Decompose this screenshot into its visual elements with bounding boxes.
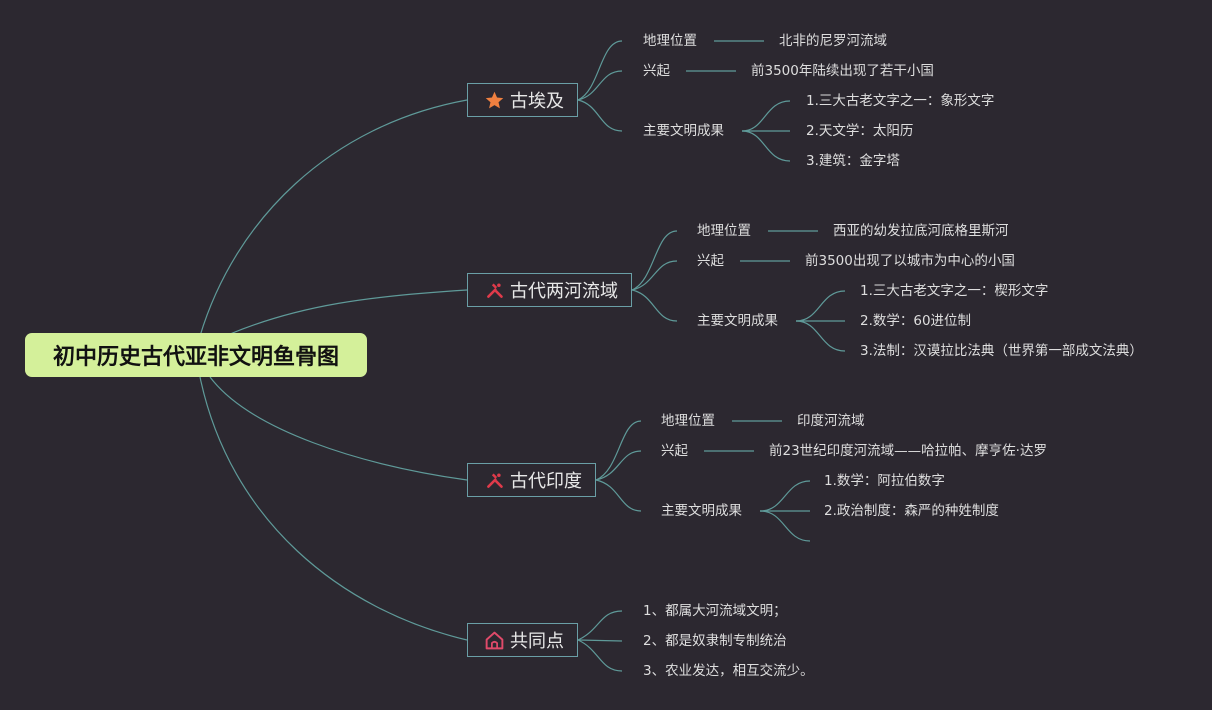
india-location-value[interactable]: 印度河流域 <box>797 413 865 429</box>
egypt-achievement-item[interactable]: 2.天文学：太阳历 <box>806 123 914 139</box>
india-achievement-item[interactable]: 2.政治制度：森严的种姓制度 <box>824 503 999 519</box>
root-title: 初中历史古代亚非文明鱼骨图 <box>52 345 339 370</box>
topic-india[interactable]: 古代印度 <box>467 463 596 497</box>
connector-meso-ach-3 <box>795 320 846 352</box>
connector-egypt-achievements <box>577 99 623 132</box>
topic-mesopotamia-label: 古代两河流域 <box>510 281 618 302</box>
india-achievements-label[interactable]: 主要文明成果 <box>661 503 742 519</box>
meso-rise-value[interactable]: 前3500出现了以城市为中心的小国 <box>805 253 1015 269</box>
root-topic[interactable]: 初中历史古代亚非文明鱼骨图 <box>25 333 367 377</box>
tools-icon <box>484 470 505 491</box>
egypt-rise-label[interactable]: 兴起 <box>643 63 670 79</box>
india-rise-label[interactable]: 兴起 <box>661 443 688 459</box>
egypt-achievement-item[interactable]: 1.三大古老文字之一：象形文字 <box>806 93 995 109</box>
common-item[interactable]: 1、都属大河流域文明； <box>643 603 787 619</box>
connector-root-india <box>209 376 468 481</box>
connector-egypt-location <box>577 40 623 101</box>
meso-location-label[interactable]: 地理位置 <box>697 223 751 239</box>
common-item[interactable]: 2、都是奴隶制专制统治 <box>643 633 787 649</box>
connector-meso-achievements <box>631 289 678 322</box>
tools-icon <box>484 280 505 301</box>
topic-egypt-label: 古埃及 <box>510 91 564 112</box>
star-icon <box>484 90 505 111</box>
connector-root-common <box>199 376 468 641</box>
connector-india-achievements <box>595 479 642 512</box>
meso-achievement-item[interactable]: 2.数学：60进位制 <box>860 313 972 329</box>
meso-achievements-label[interactable]: 主要文明成果 <box>697 313 778 329</box>
egypt-achievement-item[interactable]: 3.建筑：金字塔 <box>806 153 900 169</box>
india-location-label[interactable]: 地理位置 <box>661 413 715 429</box>
meso-achievement-item[interactable]: 1.三大古老文字之一：楔形文字 <box>860 283 1049 299</box>
connector-root-mesopotamia <box>229 289 468 335</box>
connector-meso-ach-1 <box>795 290 846 322</box>
connector-meso-location <box>631 230 678 291</box>
connector-india-rise <box>595 450 642 481</box>
egypt-location-label[interactable]: 地理位置 <box>643 33 697 49</box>
connector-common-1 <box>577 610 623 641</box>
egypt-location-value[interactable]: 北非的尼罗河流域 <box>779 33 887 49</box>
connector-root-egypt <box>199 99 468 337</box>
india-achievement-item[interactable]: 1.数学：阿拉伯数字 <box>824 473 945 489</box>
egypt-achievements-label[interactable]: 主要文明成果 <box>643 123 724 139</box>
connector-india-ach-3 <box>759 510 811 542</box>
topic-india-label: 古代印度 <box>510 471 582 492</box>
meso-rise-label[interactable]: 兴起 <box>697 253 724 269</box>
connector-egypt-ach-3 <box>741 130 791 162</box>
topic-common[interactable]: 共同点 <box>467 623 578 657</box>
topic-egypt[interactable]: 古埃及 <box>467 83 578 117</box>
connector-common-3 <box>577 639 623 672</box>
connector-india-ach-1 <box>759 480 811 512</box>
meso-location-value[interactable]: 西亚的幼发拉底河底格里斯河 <box>833 223 1009 239</box>
connector-india-location <box>595 420 642 481</box>
egypt-rise-value[interactable]: 前3500年陆续出现了若干小国 <box>751 63 934 79</box>
connector-meso-rise <box>631 260 678 291</box>
topic-mesopotamia[interactable]: 古代两河流域 <box>467 273 632 307</box>
connector-egypt-rise <box>577 70 623 101</box>
connector-common-2 <box>577 639 623 642</box>
connector-egypt-ach-1 <box>741 100 791 132</box>
meso-achievement-item[interactable]: 3.法制：汉谟拉比法典（世界第一部成文法典） <box>860 343 1143 359</box>
connector-lines <box>199 40 846 672</box>
india-rise-value[interactable]: 前23世纪印度河流域——哈拉帕、摩亨佐·达罗 <box>769 443 1047 459</box>
topic-common-label: 共同点 <box>510 631 564 652</box>
home-icon <box>484 630 505 651</box>
common-item[interactable]: 3、农业发达，相互交流少。 <box>643 663 814 679</box>
